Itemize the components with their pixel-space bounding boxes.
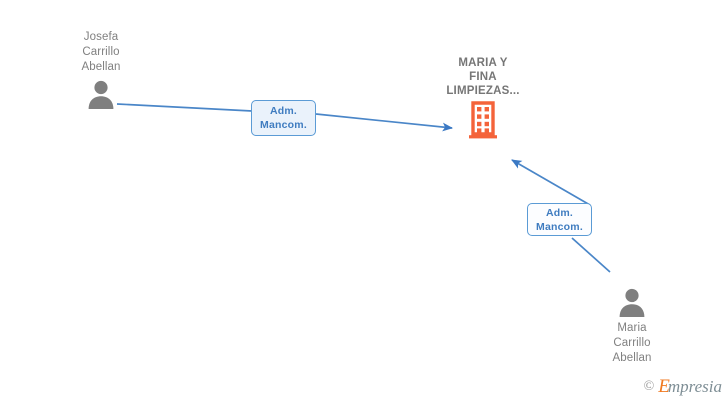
building-icon: [403, 101, 563, 143]
person-icon: [572, 283, 692, 317]
watermark-empresia: © E mpresia: [644, 377, 722, 396]
brand-initial: E: [658, 376, 670, 397]
node-company-maria-y-fina-limpiezas[interactable]: MARIA Y FINA LIMPIEZAS...: [403, 56, 563, 143]
edge-label-adm-mancom-2[interactable]: Adm. Mancom.: [527, 203, 592, 236]
person-icon: [41, 75, 161, 109]
edge-segment-upper-arrow: [511, 159, 591, 206]
company-label: MARIA Y FINA LIMPIEZAS...: [446, 57, 520, 97]
person-label-maria: Maria Carrillo Abellan: [612, 322, 652, 364]
node-person-josefa[interactable]: Josefa Carrillo Abellan: [41, 30, 161, 109]
copyright-icon: ©: [643, 378, 655, 394]
edge-segment-lower: [571, 237, 611, 273]
edge-label-adm-mancom-1[interactable]: Adm. Mancom.: [251, 100, 316, 136]
brand-name: mpresia: [667, 377, 722, 396]
node-person-maria[interactable]: Maria Carrillo Abellan: [572, 283, 692, 366]
person-label-josefa: Josefa Carrillo Abellan: [81, 31, 121, 73]
